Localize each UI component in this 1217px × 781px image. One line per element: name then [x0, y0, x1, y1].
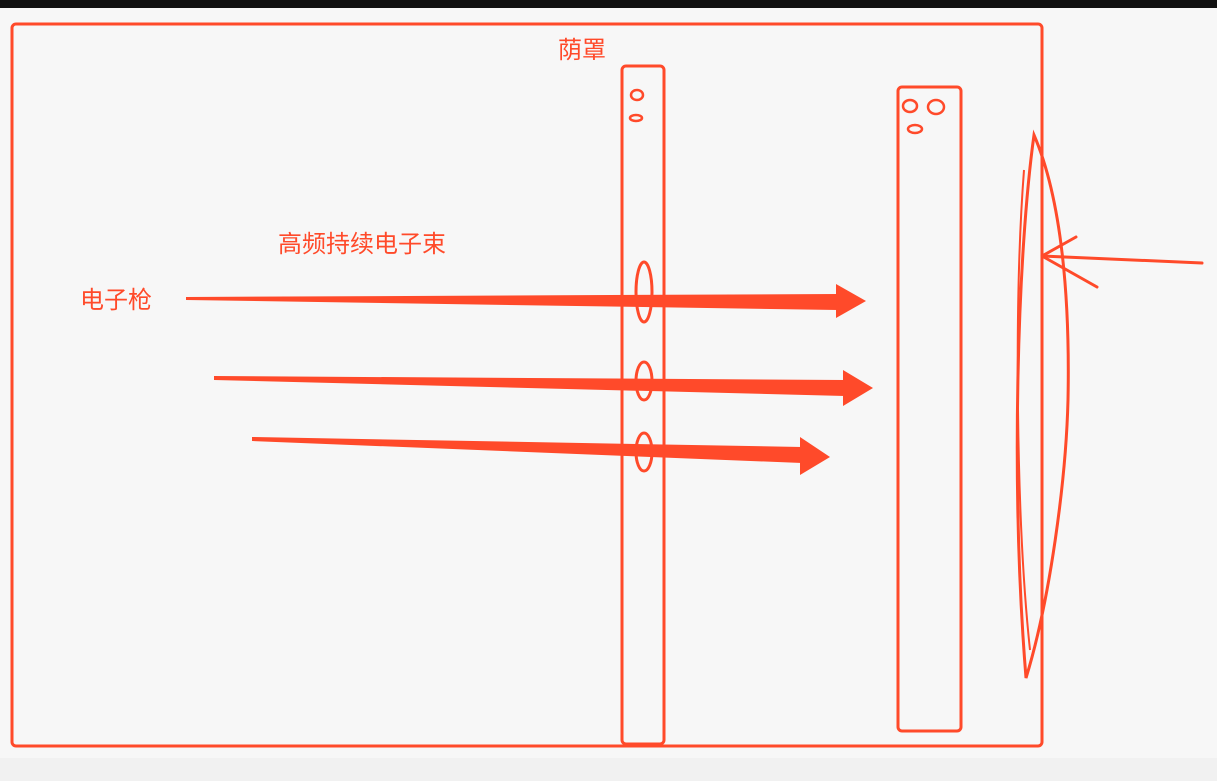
shadow-mask-label: 荫罩: [558, 36, 606, 64]
shadow-mask-plate: [620, 64, 666, 746]
crt-housing-outline: [10, 22, 1044, 748]
viewer-arrow-head-upper: [1040, 235, 1078, 258]
glass-screen-inner-stroke: [1016, 169, 1031, 651]
electron-beam-3: [252, 437, 830, 475]
phosphor-dot-2: [926, 98, 946, 116]
electron-gun-label: 电子枪: [80, 286, 152, 314]
viewer-arrow-head-lower: [1040, 254, 1099, 289]
glass-screen-curve: [1015, 129, 1070, 679]
viewer-arrow-shaft: [1040, 254, 1204, 265]
window-bottom-edge: [0, 758, 1217, 781]
mask-aperture-1: [634, 260, 654, 324]
mask-hole-top-2: [628, 113, 644, 123]
electron-beam-2: [214, 370, 873, 406]
phosphor-dot-1: [901, 98, 919, 114]
phosphor-screen-panel: [896, 85, 963, 733]
window-top-edge: [0, 0, 1217, 8]
phosphor-dot-3: [906, 123, 924, 135]
beam-label: 高频持续电子束: [278, 230, 446, 258]
mask-hole-top-1: [629, 88, 645, 102]
electron-beam-1: [186, 284, 866, 318]
